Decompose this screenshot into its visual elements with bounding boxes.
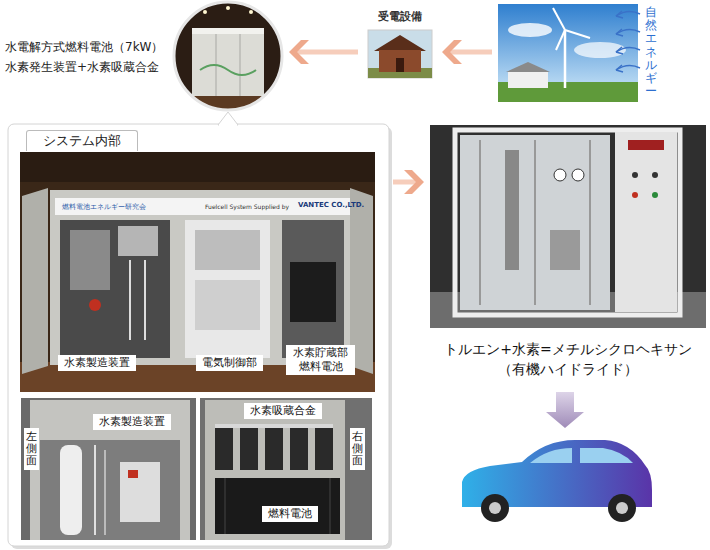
node-text: 燃料電池 (262, 506, 318, 522)
node-text: システム内部 (26, 130, 138, 151)
node-text: 左側面 (24, 428, 39, 470)
node-text: 水素製造装置 (93, 414, 171, 430)
right-side-box: 水素吸蔵合金燃料電池 右側面 (200, 398, 372, 540)
node-text: トルエン+水素=メチルシクロヘキサン （有機ハイドライド） (430, 340, 706, 379)
node-text: 受電設備 (378, 10, 422, 24)
arrow-head (289, 40, 309, 64)
flow-arrow (442, 40, 492, 64)
node-text: 電気制御部 (196, 355, 263, 371)
node-text: 水素発生装置+水素吸蔵合金 (5, 60, 159, 75)
arrow-shaft (393, 180, 416, 185)
photo-label: 燃料電池エネルギー研究会 (62, 202, 146, 212)
fuel-cell-photo-art (170, 0, 290, 115)
system-panel: システム内部水素製造装置電気制御部水素貯蔵部 燃料電池水素製造装置左側面水素吸蔵… (8, 124, 389, 546)
wind-photo (498, 4, 640, 102)
arrow-shaft (450, 50, 492, 55)
node-text: 右側面 (350, 428, 365, 470)
system-photo (20, 152, 375, 392)
node-text: 水電解方式燃料電池（7kW） (5, 40, 163, 55)
node-text: 水素製造装置 (58, 355, 136, 371)
photo-label: Fuelcell System Supplied by (205, 203, 289, 210)
fuel-cell-photo: 水電解方式燃料電池（7kW） 水素発生装置+水素吸蔵合金 (0, 0, 285, 112)
system-photo-box: 水素製造装置 電気制御部 水素貯蔵部 燃料電池 (20, 152, 375, 392)
node-text: 自然エネルギー (645, 6, 657, 98)
apparatus-box: トルエン+水素=メチルシクロヘキサン （有機ハイドライド） (428, 122, 708, 384)
right-side-photo (200, 398, 372, 540)
node-text: 水素吸蔵合金 (244, 403, 322, 419)
arrow-head (442, 40, 462, 64)
car (462, 440, 652, 522)
photo-label: VANTEC CO.,LTD. (298, 201, 364, 209)
apparatus-photo (430, 125, 706, 328)
arrow-shaft (297, 50, 358, 55)
flow-arrow (393, 170, 424, 194)
wind-photo-box: 自然エネルギー (496, 2, 662, 106)
arrow-head (404, 170, 424, 194)
flow-arrow (289, 40, 358, 64)
receiving-photo: 受電設備 (362, 8, 438, 82)
left-side-box: 水素製造装置左側面 (21, 398, 196, 540)
left-side-photo (21, 398, 196, 540)
node-text: 水素貯蔵部 燃料電池 (286, 345, 355, 375)
down-arrow (546, 392, 584, 428)
house-photo (368, 30, 432, 78)
